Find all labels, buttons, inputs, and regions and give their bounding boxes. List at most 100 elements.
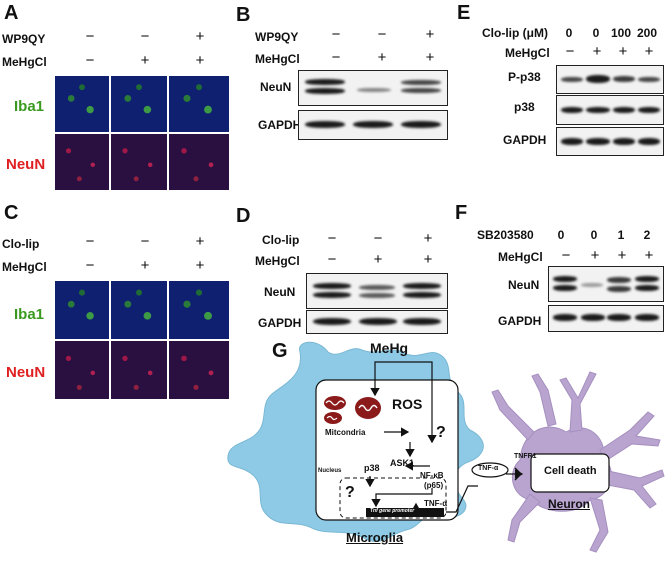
cell-death-box <box>530 453 610 493</box>
panel-a-sign: + <box>140 52 150 69</box>
panel-a-sign: − <box>85 28 95 45</box>
panel-d-row2-label: MeHgCl <box>255 254 300 268</box>
panel-f-blot-label: NeuN <box>508 278 540 292</box>
micrograph-c-iba1-2 <box>111 281 167 339</box>
panel-b-blot-label: GAPDH <box>258 118 302 132</box>
panel-d-sign: + <box>423 251 433 268</box>
diagram-question-1: ? <box>436 424 446 441</box>
panel-b-blot-label: NeuN <box>260 80 292 94</box>
panel-b-sign: + <box>425 26 435 43</box>
mitochondria-icon <box>324 396 381 424</box>
panel-d-sign: + <box>373 251 383 268</box>
panel-c-sign: + <box>195 233 205 250</box>
western-blot-e-gapdh <box>556 127 664 156</box>
panel-f-sign: + <box>644 247 654 264</box>
western-blot-b-neun <box>298 70 448 106</box>
cell-box <box>315 379 459 521</box>
panel-f-label: F <box>455 202 468 224</box>
panel-c-iba1-label: Iba1 <box>14 306 45 323</box>
panel-f-value: 1 <box>617 228 625 242</box>
diagram-tnf-out: TNF-α <box>478 465 499 472</box>
panel-b-sign: + <box>377 49 387 66</box>
diagram-p38: p38 <box>364 463 380 473</box>
panel-e-value: 100 <box>610 26 632 40</box>
panel-d-label: D <box>236 205 251 227</box>
panel-f-value: 0 <box>590 228 598 242</box>
panel-d-blot-label: GAPDH <box>258 316 302 330</box>
western-blot-e-pp38 <box>556 65 664 94</box>
western-blot-b-gapdh <box>298 110 448 140</box>
diagram-ros: ROS <box>392 396 423 412</box>
western-blot-d-neun <box>306 273 448 309</box>
western-blot-f-gapdh <box>548 305 664 332</box>
diagram-nucleus: Nucleus <box>318 468 342 474</box>
micrograph-a-iba1-2 <box>111 76 167 132</box>
panel-a-row1-label: WP9QY <box>2 32 46 46</box>
panel-a-sign: + <box>195 52 205 69</box>
panel-e-row2-label: MeHgCl <box>505 46 550 60</box>
panel-a-label: A <box>4 2 19 24</box>
panel-e-blot-label: P-p38 <box>508 70 541 84</box>
panel-b-row1-label: WP9QY <box>255 30 299 44</box>
panel-e-sign: + <box>592 43 602 60</box>
micrograph-a-iba1-3 <box>169 76 229 132</box>
panel-e-row1-label: Clo-lip (μM) <box>482 26 548 40</box>
panel-e-sign: + <box>644 43 654 60</box>
diagram-neuron: Neuron <box>548 497 590 511</box>
micrograph-c-iba1-3 <box>169 281 229 339</box>
micrograph-c-neun-1 <box>55 341 109 399</box>
panel-d-sign: − <box>327 251 337 268</box>
panel-e-value: 0 <box>592 26 600 40</box>
panel-f-row2-label: MeHgCl <box>498 250 543 264</box>
panel-c-row1-label: Clo-lip <box>2 237 40 251</box>
micrograph-c-neun-3 <box>169 341 229 399</box>
panel-c-sign: + <box>140 257 150 274</box>
diagram-cell-death: Cell death <box>544 465 597 477</box>
panel-d-sign: − <box>327 230 337 247</box>
diagram-ask1: ASK1 <box>390 458 415 468</box>
panel-e-blot-label: p38 <box>514 100 535 114</box>
panel-a-iba1-label: Iba1 <box>14 98 45 115</box>
diagram-tnfr1: TNFR1 <box>514 453 537 460</box>
panel-c-label: C <box>4 202 19 224</box>
panel-f-value: 0 <box>557 228 565 242</box>
micrograph-a-neun-2 <box>111 134 167 190</box>
diagram-tnf-inner: TNF-α <box>424 499 448 508</box>
panel-a-row2-label: MeHgCl <box>2 55 47 69</box>
panel-b-label: B <box>236 4 251 26</box>
western-blot-f-neun <box>548 266 664 302</box>
panel-d-sign: − <box>373 230 383 247</box>
panel-d-blot-label: NeuN <box>264 285 296 299</box>
panel-d-row1-label: Clo-lip <box>262 233 300 247</box>
panel-f-row1-label: SB203580 <box>477 228 534 242</box>
panel-b-sign: − <box>331 49 341 66</box>
diagram-nfkb: NF-κB <box>420 471 444 480</box>
panel-b-row2-label: MeHgCl <box>255 52 300 66</box>
panel-d-sign: + <box>423 230 433 247</box>
panel-b-sign: − <box>377 26 387 43</box>
panel-c-sign: + <box>195 257 205 274</box>
panel-f-value: 2 <box>643 228 651 242</box>
panel-a-sign: + <box>195 28 205 45</box>
panel-e-value: 200 <box>636 26 658 40</box>
panel-b-sign: + <box>425 49 435 66</box>
panel-e-sign: + <box>618 43 628 60</box>
western-blot-d-gapdh <box>306 310 448 334</box>
panel-a-sign: − <box>140 28 150 45</box>
diagram-mehg: MeHg <box>370 340 409 356</box>
panel-c-sign: − <box>85 233 95 250</box>
panel-b-sign: − <box>331 26 341 43</box>
micrograph-a-iba1-1 <box>55 76 109 132</box>
micrograph-a-neun-3 <box>169 134 229 190</box>
panel-f-blot-label: GAPDH <box>498 314 542 328</box>
panel-c-row2-label: MeHgCl <box>2 260 47 274</box>
panel-f-sign: + <box>617 247 627 264</box>
western-blot-e-p38 <box>556 95 664 125</box>
micrograph-c-iba1-1 <box>55 281 109 339</box>
panel-f-sign: − <box>561 247 571 264</box>
diagram-p65: (p65) <box>424 481 444 490</box>
promoter-bar <box>366 508 444 517</box>
panel-e-blot-label: GAPDH <box>503 133 547 147</box>
panel-e-label: E <box>457 2 471 24</box>
